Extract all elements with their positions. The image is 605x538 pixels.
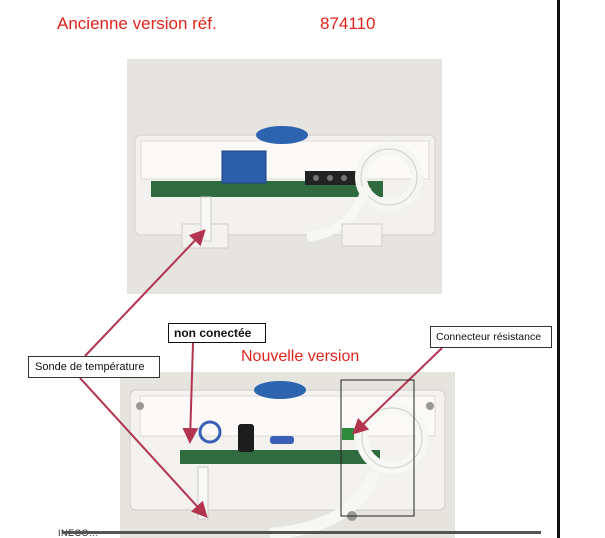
- not-connected-callout: non conectée: [168, 323, 266, 343]
- new-version-title: Nouvelle version: [241, 348, 360, 365]
- old-version-title: Ancienne version réf.: [57, 14, 217, 33]
- reference-number: 874110: [320, 14, 376, 33]
- resistance-connector-callout: Connecteur résistance: [430, 326, 552, 348]
- bottom-divider: [62, 531, 541, 534]
- old-thermostat-illustration: [127, 59, 442, 294]
- old-version-photo: [127, 59, 442, 294]
- new-thermostat-illustration: [120, 372, 455, 538]
- temperature-probe-callout: Sonde de température: [28, 356, 160, 378]
- page-border-right: [557, 0, 560, 538]
- new-version-photo: [120, 372, 455, 538]
